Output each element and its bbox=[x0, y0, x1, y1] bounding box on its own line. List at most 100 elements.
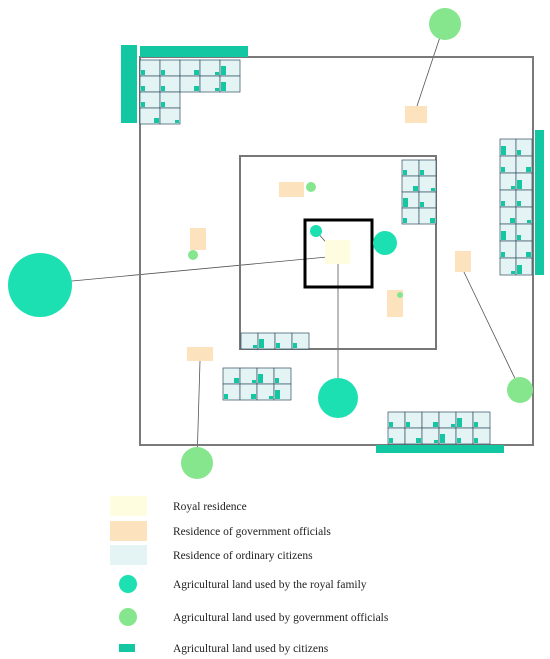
royal-farmland-south bbox=[318, 378, 358, 418]
citizen-farmland-plot bbox=[501, 252, 505, 257]
grid-northwest bbox=[139, 59, 241, 125]
citizen-farmland-plot bbox=[517, 201, 521, 206]
royal-farmland-palace-east bbox=[373, 231, 397, 255]
legend-item-citizen-land: Agricultural land used by citizens bbox=[119, 643, 329, 655]
citizen-farmland-plot bbox=[517, 265, 522, 274]
citizen-farmland-plot bbox=[253, 345, 257, 348]
official-farmland-north bbox=[429, 8, 461, 40]
palace-wall bbox=[303, 218, 374, 289]
grid-inner-south bbox=[240, 332, 310, 350]
official-residence-southwest bbox=[187, 347, 213, 361]
legend-item-official-residence: Residence of government officials bbox=[110, 521, 331, 541]
citizen-farmland-plot bbox=[141, 70, 145, 75]
legend-label-official-residence: Residence of government officials bbox=[173, 526, 331, 538]
legend-label-citizen-land: Agricultural land used by citizens bbox=[173, 643, 329, 655]
citizen-farmland-plot bbox=[517, 150, 521, 155]
grid-southeast bbox=[387, 411, 491, 445]
citizen-farmland-plot bbox=[215, 88, 219, 91]
royal-farmland-palace-small bbox=[310, 225, 322, 237]
citizen-farmland-plot bbox=[434, 440, 438, 443]
citizen-farmland-plot bbox=[154, 118, 159, 123]
citizen-farmland-plot bbox=[501, 146, 506, 155]
citizen-strip-south bbox=[376, 445, 504, 453]
citizen-farmland-plot bbox=[259, 339, 264, 348]
citizen-farmland-plot bbox=[511, 271, 515, 274]
connector-royal-west bbox=[39, 255, 339, 285]
grid-southwest bbox=[222, 367, 292, 401]
legend-label-royal-residence: Royal residence bbox=[173, 501, 247, 513]
citizen-farmland-plot bbox=[517, 180, 522, 189]
official-residences bbox=[187, 106, 471, 361]
citizen-farmland-plot bbox=[175, 120, 179, 123]
citizen-farmland-plot bbox=[474, 422, 478, 427]
citizen-farmland-strips bbox=[121, 45, 544, 453]
citizen-farmland-plot bbox=[511, 186, 515, 189]
citizen-farmland-plot bbox=[389, 438, 393, 443]
legend-swatch-royal-residence bbox=[110, 496, 147, 516]
legend-swatch-royal-land bbox=[119, 575, 137, 593]
citizen-farmland-plot bbox=[451, 424, 455, 427]
citizen-residence-grids bbox=[139, 59, 533, 445]
citizen-farmland-plot bbox=[275, 390, 280, 399]
citizen-farmland-plot bbox=[420, 202, 424, 207]
grid-inner-northeast bbox=[401, 159, 437, 225]
official-residence-inner-north bbox=[279, 182, 304, 197]
official-residence-east bbox=[455, 251, 471, 272]
citizen-farmland-plot bbox=[501, 231, 506, 240]
legend-swatch-citizen-residence bbox=[110, 545, 147, 565]
citizen-farmland-plot bbox=[517, 235, 521, 240]
citizen-farmland-plot bbox=[433, 422, 438, 427]
legend-swatch-official-land bbox=[119, 608, 137, 626]
citizen-strip-northwest-horizontal bbox=[140, 46, 248, 57]
inner-city-wall bbox=[239, 155, 437, 350]
outer-city-wall bbox=[139, 56, 534, 446]
royal-residence bbox=[325, 240, 350, 264]
citizen-farmland-plot bbox=[420, 170, 424, 175]
citizen-farmland-plot bbox=[221, 82, 226, 91]
citizen-farmland-plot bbox=[403, 218, 407, 223]
connector-official-east bbox=[462, 269, 521, 390]
grid-east bbox=[499, 138, 533, 276]
citizen-farmland-plot bbox=[161, 102, 165, 107]
citizen-farmland-plot bbox=[161, 70, 165, 75]
citizen-farmland-plot bbox=[224, 394, 228, 399]
citizen-strip-east bbox=[535, 130, 544, 275]
citizen-farmland-plot bbox=[234, 378, 239, 383]
citizen-farmland-plot bbox=[215, 72, 219, 75]
citizen-farmland-plot bbox=[431, 188, 435, 191]
legend-label-royal-land: Agricultural land used by the royal fami… bbox=[173, 579, 367, 591]
official-farmland-inner-north bbox=[306, 182, 316, 192]
legend-swatch-citizen-land bbox=[119, 644, 135, 652]
citizen-farmland-plot bbox=[416, 438, 421, 443]
official-farmland-inner-south bbox=[397, 292, 403, 298]
legend-item-official-land: Agricultural land used by government off… bbox=[119, 608, 389, 626]
citizen-farmland-plot bbox=[526, 252, 531, 257]
citizen-farmland-plot bbox=[252, 380, 256, 383]
citizen-farmland-plot bbox=[510, 218, 515, 223]
citizen-farmland-plot bbox=[251, 394, 256, 399]
citizen-farmland-plot bbox=[403, 170, 407, 175]
citizen-farmland-plot bbox=[269, 396, 273, 399]
legend-label-official-land: Agricultural land used by government off… bbox=[173, 612, 389, 624]
citizen-farmland-plot bbox=[474, 438, 478, 443]
citizen-farmland-plot bbox=[141, 102, 145, 107]
legend-swatch-official-residence bbox=[110, 521, 147, 541]
citizen-farmland-plot bbox=[457, 438, 461, 443]
citizen-farmland-plot bbox=[275, 378, 279, 383]
citizen-farmland-plot bbox=[457, 418, 462, 427]
official-farmland-east bbox=[507, 377, 533, 403]
connector-official-south bbox=[196, 360, 201, 463]
citizen-strip-northwest-vertical bbox=[121, 45, 137, 123]
citizen-farmland-plot bbox=[527, 220, 531, 223]
official-farmland bbox=[181, 8, 533, 479]
royal-farmland bbox=[8, 225, 397, 418]
citizen-farmland-plot bbox=[194, 86, 199, 91]
citizen-farmland-plot bbox=[413, 186, 418, 191]
citizen-farmland-plot bbox=[276, 343, 280, 348]
official-farmland-west bbox=[188, 250, 198, 260]
official-residence-west bbox=[190, 228, 206, 250]
citizen-farmland-plot bbox=[406, 422, 410, 427]
citizen-farmland-plot bbox=[501, 167, 505, 172]
